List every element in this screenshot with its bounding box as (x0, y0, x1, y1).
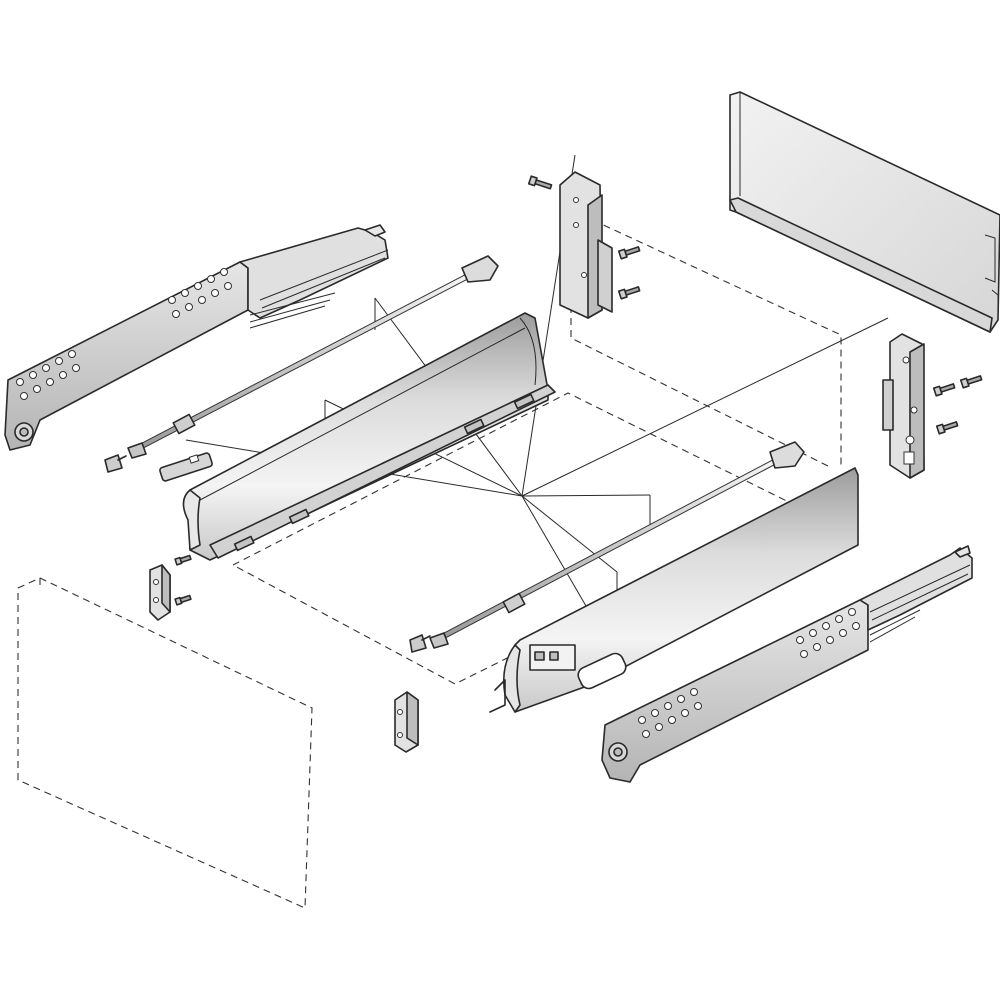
left-back-fixing-bracket (559, 171, 613, 319)
screw (932, 383, 956, 397)
right-connector (409, 634, 431, 653)
screw (617, 286, 641, 300)
left-rear-clip (159, 452, 213, 482)
screw (935, 421, 959, 435)
left-drawer-side (182, 312, 556, 561)
drawer-front-outline (17, 577, 313, 909)
screw (959, 375, 983, 389)
back-panel (729, 91, 1000, 333)
right-runner (601, 545, 973, 783)
left-gallery-rail (127, 255, 499, 459)
right-drawer-side (489, 467, 859, 713)
left-connector (104, 454, 127, 473)
right-front-fixing-bracket (394, 691, 419, 753)
screws (174, 175, 983, 606)
right-back-fixing-bracket (882, 333, 925, 479)
right-gallery-rail (429, 441, 805, 649)
screw (527, 175, 553, 190)
screw (174, 554, 192, 566)
screw (617, 246, 641, 260)
left-runner (4, 224, 389, 451)
left-front-fixing-bracket (149, 564, 171, 621)
screw (174, 594, 192, 606)
